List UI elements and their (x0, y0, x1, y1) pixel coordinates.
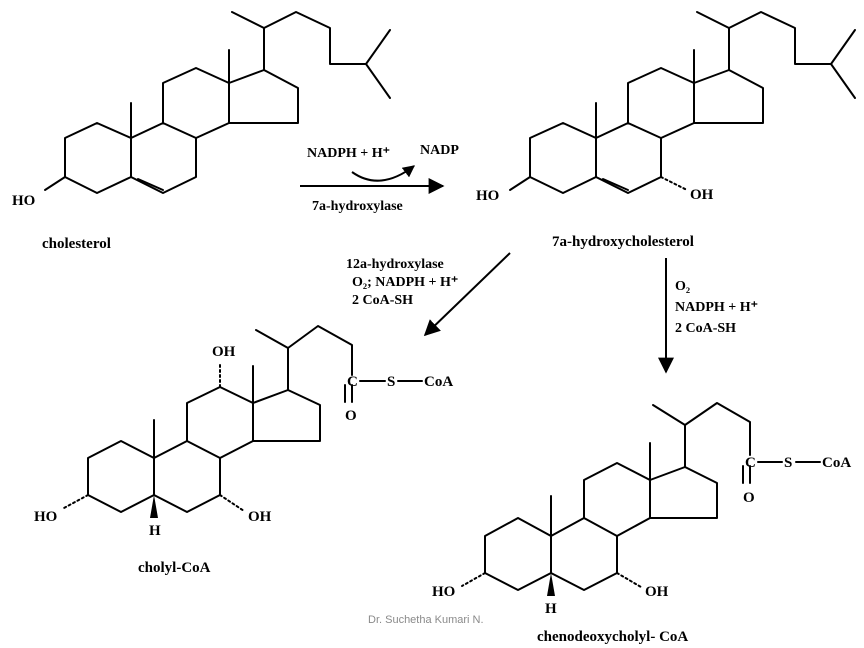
chenodeoxycholyl-coa-name: chenodeoxycholyl- CoA (537, 629, 688, 645)
cheno-o-label: O (743, 490, 755, 506)
hydroxycholesterol-name: 7a-hydroxycholesterol (552, 234, 694, 250)
step3-nadph-label: NADPH + H⁺ (675, 300, 758, 315)
cholyl-oh12-label: OH (212, 344, 236, 360)
cholesterol-ho-label: HO (12, 193, 35, 209)
enzyme-7a-label: 7a-hydroxylase (312, 199, 403, 214)
cheno-coa-label: CoA (822, 455, 851, 471)
author-credit: Dr. Suchetha Kumari N. (368, 614, 484, 626)
cheno-ho3-label: HO (432, 584, 455, 600)
cholyl-coa-label: CoA (424, 374, 453, 390)
hydroxycholesterol-oh-label: OH (690, 187, 714, 203)
cheno-c-label: C (745, 455, 756, 471)
step2-cofactors-label: O₂; NADPH + H⁺ (352, 275, 458, 290)
step3-o2-label: O₂ (675, 279, 690, 294)
cholesterol-structure (44, 11, 391, 194)
cholyl-o-label: O (345, 408, 357, 424)
hydroxycholesterol-structure (509, 11, 856, 194)
chenodeoxycholyl-coa-structure (461, 402, 821, 596)
cholyl-coa-structure (63, 325, 423, 518)
cholyl-ho3-label: HO (34, 509, 57, 525)
cheno-h5-label: H (545, 601, 557, 617)
enzyme-12a-label: 12a-hydroxylase (346, 257, 444, 272)
cofactor-out-label: NADP (420, 143, 459, 158)
cholesterol-name: cholesterol (42, 236, 111, 252)
cholyl-s-label: S (387, 374, 395, 390)
step3-coash-label: 2 CoA-SH (675, 321, 736, 336)
reaction-arrow-1 (300, 165, 445, 194)
step2-coash-label: 2 CoA-SH (352, 293, 413, 308)
hydroxycholesterol-ho-label: HO (476, 188, 499, 204)
cholyl-c-label: C (347, 374, 358, 390)
reaction-arrow-2 (423, 252, 511, 337)
cofactor-in-label: NADPH + H⁺ (307, 146, 390, 161)
cheno-s-label: S (784, 455, 792, 471)
cholyl-oh7-label: OH (248, 509, 272, 525)
cheno-oh7-label: OH (645, 584, 669, 600)
cholyl-coa-name: cholyl-CoA (138, 560, 211, 576)
cholyl-h5-label: H (149, 523, 161, 539)
